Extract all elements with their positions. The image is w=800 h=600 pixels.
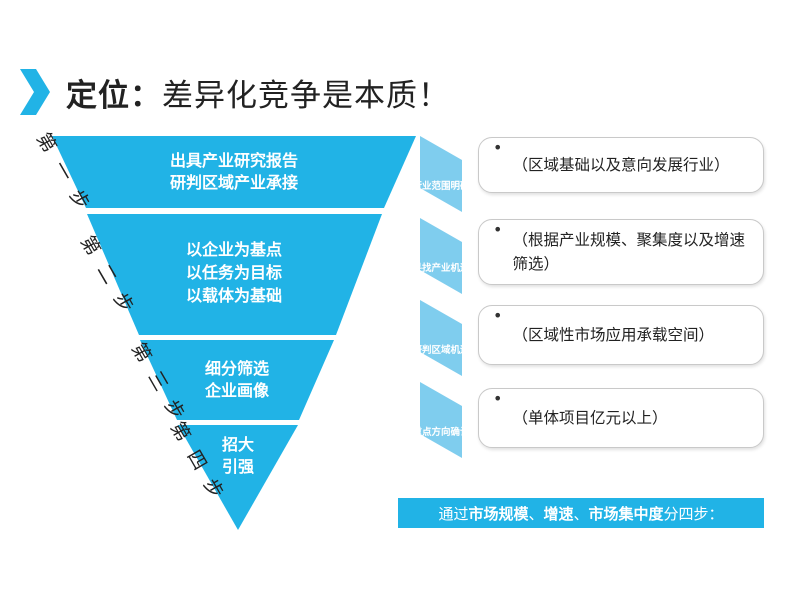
tier-line: 以载体为基础 — [185, 286, 282, 305]
detail-box-1: • （区域基础以及意向发展行业） — [478, 137, 764, 193]
detail-text-4: （单体项目亿元以上） — [512, 409, 668, 427]
tier-line: 以任务为目标 — [185, 263, 282, 282]
funnel-tier-4 — [178, 425, 298, 530]
detail-text-3: （区域性市场应用承载空间） — [512, 326, 714, 344]
tier-line: 引强 — [221, 457, 254, 476]
title-text: 定位：差异化竞争是本质！ — [66, 70, 450, 115]
arrow-chevron-2 — [420, 218, 462, 294]
funnel-tier-3 — [140, 340, 334, 420]
detail-box-2: • （根据产业规模、聚集度以及增速筛选） — [478, 219, 764, 285]
summary-part: 、 — [528, 504, 544, 523]
bullet-icon: • — [493, 138, 503, 157]
arrow-label-3: 研判区域机遇 — [412, 345, 470, 356]
summary-part: 通过 — [438, 504, 469, 523]
tier-line: 招大 — [221, 435, 254, 454]
bullet-icon: • — [493, 389, 503, 408]
detail-text-2: （根据产业规模、聚集度以及增速筛选） — [512, 231, 745, 273]
tier-text-1: 出具产业研究报告 研判区域产业承接 — [134, 150, 334, 194]
summary-keyword: 增速 — [543, 504, 574, 523]
arrow-label-1: 行业范围明确 — [412, 181, 470, 192]
tier-line: 出具产业研究报告 — [169, 151, 298, 170]
detail-text-1: （区域基础以及意向发展行业） — [512, 156, 730, 174]
bullet-icon: • — [493, 306, 503, 325]
title-separator: ： — [130, 77, 162, 114]
tier-text-2: 以企业为基点 以任务为目标 以载体为基础 — [134, 238, 334, 307]
tier-line: 企业画像 — [204, 381, 269, 400]
title-main: 差异化竞争是本质！ — [162, 77, 450, 114]
funnel-tier-2 — [87, 214, 382, 335]
detail-box-4: • （单体项目亿元以上） — [478, 388, 764, 448]
arrow-chevron-3 — [420, 300, 462, 376]
tier-text-3: 细分筛选 企业画像 — [167, 358, 307, 402]
summary-part: 、 — [573, 504, 589, 523]
summary-bar: 通过市场规模、增速、市场集中度分四步： — [398, 498, 764, 528]
tier-line: 细分筛选 — [204, 359, 269, 378]
detail-box-3: • （区域性市场应用承载空间） — [478, 305, 764, 365]
arrow-chevron-1 — [420, 136, 462, 212]
tier-line: 以企业为基点 — [185, 240, 282, 259]
summary-keyword: 市场集中度 — [588, 504, 664, 523]
title-prefix: 定位 — [66, 77, 130, 114]
tier-line: 研判区域产业承接 — [169, 173, 298, 192]
summary-part: 分四步： — [663, 504, 724, 523]
arrow-label-2: 寻找产业机遇 — [412, 263, 470, 274]
summary-keyword: 市场规模 — [468, 504, 529, 523]
funnel-tier-1 — [52, 136, 416, 208]
slide-title: 定位：差异化竞争是本质！ — [18, 62, 450, 122]
arrow-chevrons — [420, 136, 462, 458]
bullet-icon: • — [493, 220, 503, 239]
chevron-right-icon — [20, 69, 50, 115]
tier-text-4: 招大 引强 — [198, 434, 278, 478]
arrow-chevron-4 — [420, 382, 462, 458]
arrow-label-4: 重点方向确认 — [412, 427, 470, 438]
